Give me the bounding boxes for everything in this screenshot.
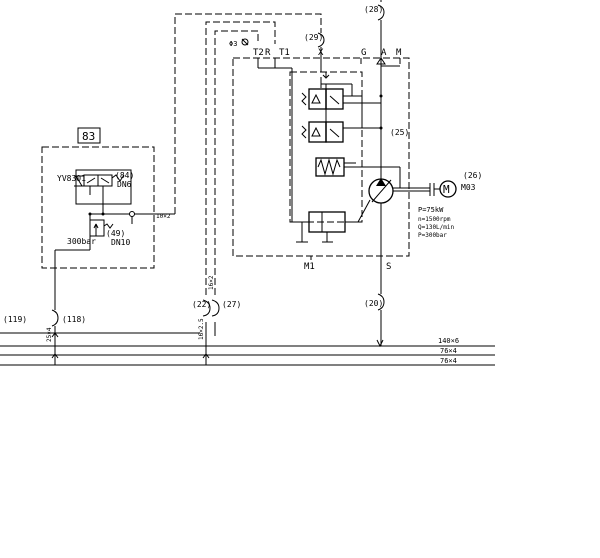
pipe-label-76x4-b: 76×4 (440, 357, 457, 365)
ref-26: (26) (463, 171, 482, 180)
ref-29: (29) (304, 33, 323, 42)
solenoid-valve-id: YV8301 (57, 174, 86, 183)
spec-pressure: P=300bar (418, 232, 447, 239)
pilot-lines (174, 13, 322, 365)
valve-size-dn6: DN6 (117, 180, 132, 189)
port-g: G (361, 48, 366, 58)
spec-power: P=75kW (418, 206, 444, 214)
port-t1: T1 (279, 48, 290, 58)
port-s: S (386, 262, 391, 272)
block-number-83: 83 (82, 130, 95, 143)
pump-specifications: P=75kW n=1500rpm Q=130L/min P=300bar (418, 206, 455, 239)
ref-118: (118) (62, 315, 86, 324)
port-m: M (396, 48, 402, 58)
spec-flow: Q=130L/min (418, 224, 455, 231)
relief-pressure-setting: 300bar (67, 237, 96, 246)
left-branch-lines (51, 268, 59, 365)
pipe-label-76x4-a: 76×4 (440, 347, 457, 355)
valve-size-dn10: DN10 (111, 238, 130, 247)
valve-block-83: 83 YV8301 (84) DN6 (49) DN10 300bar (41, 127, 175, 269)
pipe-label-10x2: 10×2 (156, 213, 171, 220)
main-pipe-lines (0, 332, 495, 366)
motor-id: M03 (461, 183, 476, 192)
suction-line (377, 256, 385, 346)
ref-28: (28) (364, 5, 383, 14)
ref-20: (20) (364, 299, 383, 308)
ref-119: (119) (3, 315, 27, 324)
motor-symbol: M (443, 183, 450, 196)
spec-speed: n=1500rpm (418, 216, 451, 223)
port-x: X (318, 48, 324, 58)
pipe-label-140x6: 140×6 (438, 337, 459, 345)
ref-27: (27) (222, 300, 241, 309)
ref-49: (49) (106, 229, 125, 238)
orifice-phi3: Φ3 (229, 40, 237, 48)
pipe-label-16x2: 16×2 (208, 275, 215, 290)
ref-84: (84) (115, 171, 134, 180)
pump-unit-block: T2 R T1 X G A M (232, 48, 430, 272)
port-t2: T2 (253, 48, 264, 58)
top-connections (241, 0, 385, 58)
pipe-label-16x2-5: 16×2.5 (198, 318, 205, 340)
port-r: R (265, 48, 271, 58)
pipe-label-25x4: 25×4 (46, 327, 53, 342)
port-a: A (381, 48, 387, 58)
port-m1: M1 (304, 262, 315, 272)
ref-25: (25) (390, 128, 409, 137)
ref-22: (22) (192, 300, 211, 309)
electric-motor: M (429, 180, 457, 198)
